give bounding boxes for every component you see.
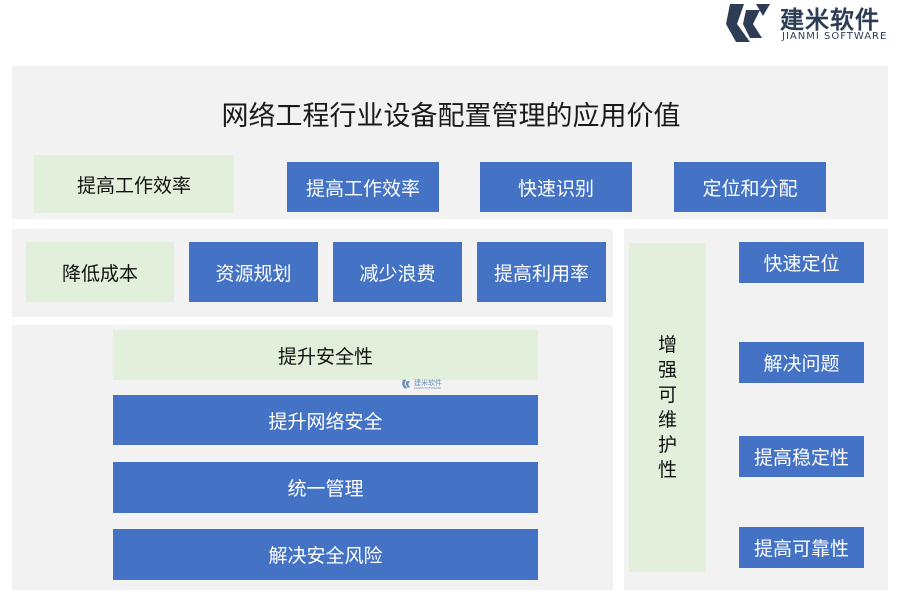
logo: 建米软件 JIANMI SOFTWARE — [724, 0, 900, 46]
maintainability-label-char: 护 — [657, 433, 677, 456]
efficiency-label: 提高工作效率 — [34, 155, 234, 213]
jianmi-logo-icon — [726, 4, 770, 42]
efficiency-item-2: 快速识别 — [480, 162, 632, 212]
security-item-2: 统一管理 — [113, 462, 538, 513]
maintainability-label-char: 维 — [657, 408, 677, 431]
maintainability-item-1: 快速定位 — [739, 242, 864, 283]
watermark-name-en: JIANMI SOFTWARE — [414, 386, 442, 390]
watermark-name-cn: 建米软件 — [414, 379, 442, 387]
efficiency-item-1: 提高工作效率 — [287, 162, 439, 212]
cost-item-1: 资源规划 — [189, 242, 318, 302]
maintainability-label: 增 强 可 维 护 性 — [629, 243, 706, 572]
maintainability-label-char: 性 — [657, 458, 677, 481]
watermark-logo-icon — [402, 379, 411, 389]
logo-name-en: JIANMI SOFTWARE — [782, 31, 888, 42]
diagram-title: 网络工程行业设备配置管理的应用价值 — [221, 100, 681, 132]
security-item-1: 提升网络安全 — [113, 395, 538, 445]
maintainability-label-char: 可 — [657, 383, 677, 406]
maintainability-label-char: 增 — [657, 333, 677, 356]
maintainability-label-char: 强 — [657, 358, 677, 381]
cost-item-2: 减少浪费 — [333, 242, 462, 302]
security-label: 提升安全性 — [113, 330, 538, 380]
logo-name-cn: 建米软件 — [780, 6, 880, 34]
maintainability-item-4: 提高可靠性 — [739, 527, 864, 568]
watermark: 建米软件 JIANMI SOFTWARE — [402, 378, 452, 392]
cost-item-3: 提高利用率 — [477, 242, 606, 302]
cost-label: 降低成本 — [26, 242, 174, 302]
maintainability-item-2: 解决问题 — [739, 342, 864, 383]
maintainability-item-3: 提高稳定性 — [739, 436, 864, 477]
security-item-3: 解决安全风险 — [113, 529, 538, 580]
efficiency-item-3: 定位和分配 — [674, 162, 826, 212]
